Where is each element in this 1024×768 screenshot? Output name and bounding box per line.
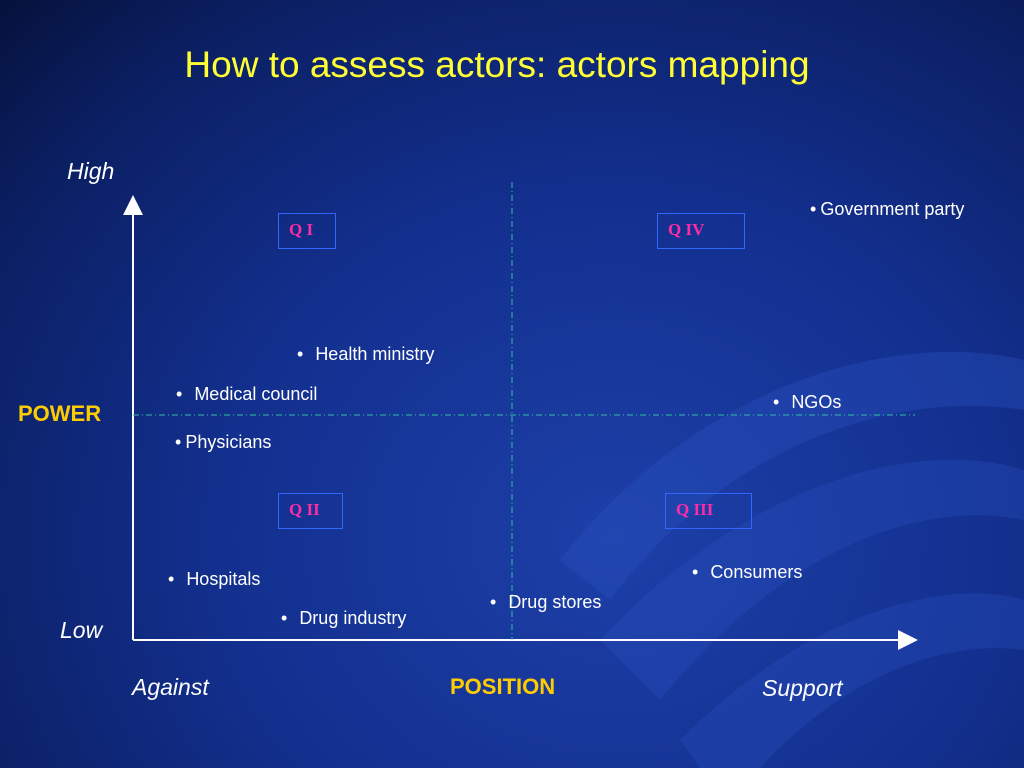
actor-label: Government party [820, 199, 965, 219]
actor-label: Medical council [194, 384, 318, 404]
actor-label: Drug industry [299, 608, 407, 628]
x-axis-against-label: Against [132, 674, 209, 700]
quadrant-label-q4: Q IV [657, 213, 745, 249]
actor-physicians: •Physicians [175, 432, 271, 453]
y-axis-low-label: Low [60, 617, 103, 643]
bullet-icon: • [175, 432, 182, 452]
bullet-icon: • [176, 384, 183, 404]
actor-label: Drug stores [508, 592, 602, 612]
actor-health-ministry: • Health ministry [297, 344, 434, 365]
actor-label: Consumers [710, 562, 803, 582]
quadrant-label-q2: Q II [278, 493, 343, 529]
actor-hospitals: • Hospitals [168, 569, 260, 590]
actor-government-party: •Government party [810, 199, 964, 220]
actor-drug-stores: • Drug stores [490, 592, 601, 613]
bullet-icon: • [692, 562, 699, 582]
actor-medical-council: • Medical council [176, 384, 317, 405]
actor-label: NGOs [791, 392, 842, 412]
actor-label: Physicians [185, 432, 272, 452]
bullet-icon: • [168, 569, 175, 589]
actor-consumers: • Consumers [692, 562, 802, 583]
y-axis-high-label: High [67, 158, 115, 184]
quadrant-label-q3: Q III [665, 493, 752, 529]
actor-drug-industry: • Drug industry [281, 608, 406, 629]
bullet-icon: • [281, 608, 288, 628]
bullet-icon: • [810, 199, 817, 219]
bullet-icon: • [490, 592, 497, 612]
bullet-icon: • [773, 392, 780, 412]
x-axis-title: POSITION [450, 674, 556, 699]
actor-ngos: • NGOs [773, 392, 841, 413]
actor-label: Health ministry [315, 344, 435, 364]
x-axis-support-label: Support [762, 675, 843, 701]
page-title: How to assess actors: actors mapping [184, 44, 810, 85]
y-axis-title: POWER [18, 401, 102, 426]
bullet-icon: • [297, 344, 304, 364]
actor-label: Hospitals [186, 569, 261, 589]
quadrant-label-q1: Q I [278, 213, 336, 249]
